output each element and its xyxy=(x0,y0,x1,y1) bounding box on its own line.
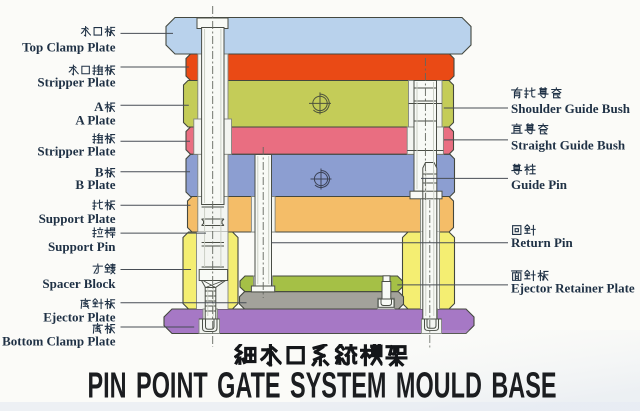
svg-text:Stripper Plate: Stripper Plate xyxy=(37,144,115,159)
svg-text:Ejector Plate: Ejector Plate xyxy=(43,309,116,324)
svg-text:Bottom Clamp Plate: Bottom Clamp Plate xyxy=(2,334,116,349)
svg-text:PIN POINT GATE SYSTEM MOULD BA: PIN POINT GATE SYSTEM MOULD BASE xyxy=(88,364,557,405)
svg-text:Spacer Block: Spacer Block xyxy=(42,276,116,291)
svg-text:Guide Pin: Guide Pin xyxy=(511,177,568,192)
svg-text:A: A xyxy=(94,99,104,114)
svg-text:B: B xyxy=(95,165,104,180)
svg-text:Straight Guide Bush: Straight Guide Bush xyxy=(511,137,626,152)
svg-text:B Plate: B Plate xyxy=(75,177,115,192)
svg-text:Top Clamp Plate: Top Clamp Plate xyxy=(22,40,116,55)
svg-text:Support Plate: Support Plate xyxy=(39,211,116,226)
svg-text:Support Pin: Support Pin xyxy=(48,239,116,254)
svg-text:Ejector Retainer Plate: Ejector Retainer Plate xyxy=(511,280,635,295)
svg-text:Stripper Plate: Stripper Plate xyxy=(37,75,115,90)
svg-text:Shoulder Guide Bush: Shoulder Guide Bush xyxy=(511,101,631,116)
svg-text:Return Pin: Return Pin xyxy=(511,235,574,250)
svg-text:A Plate: A Plate xyxy=(75,113,115,128)
